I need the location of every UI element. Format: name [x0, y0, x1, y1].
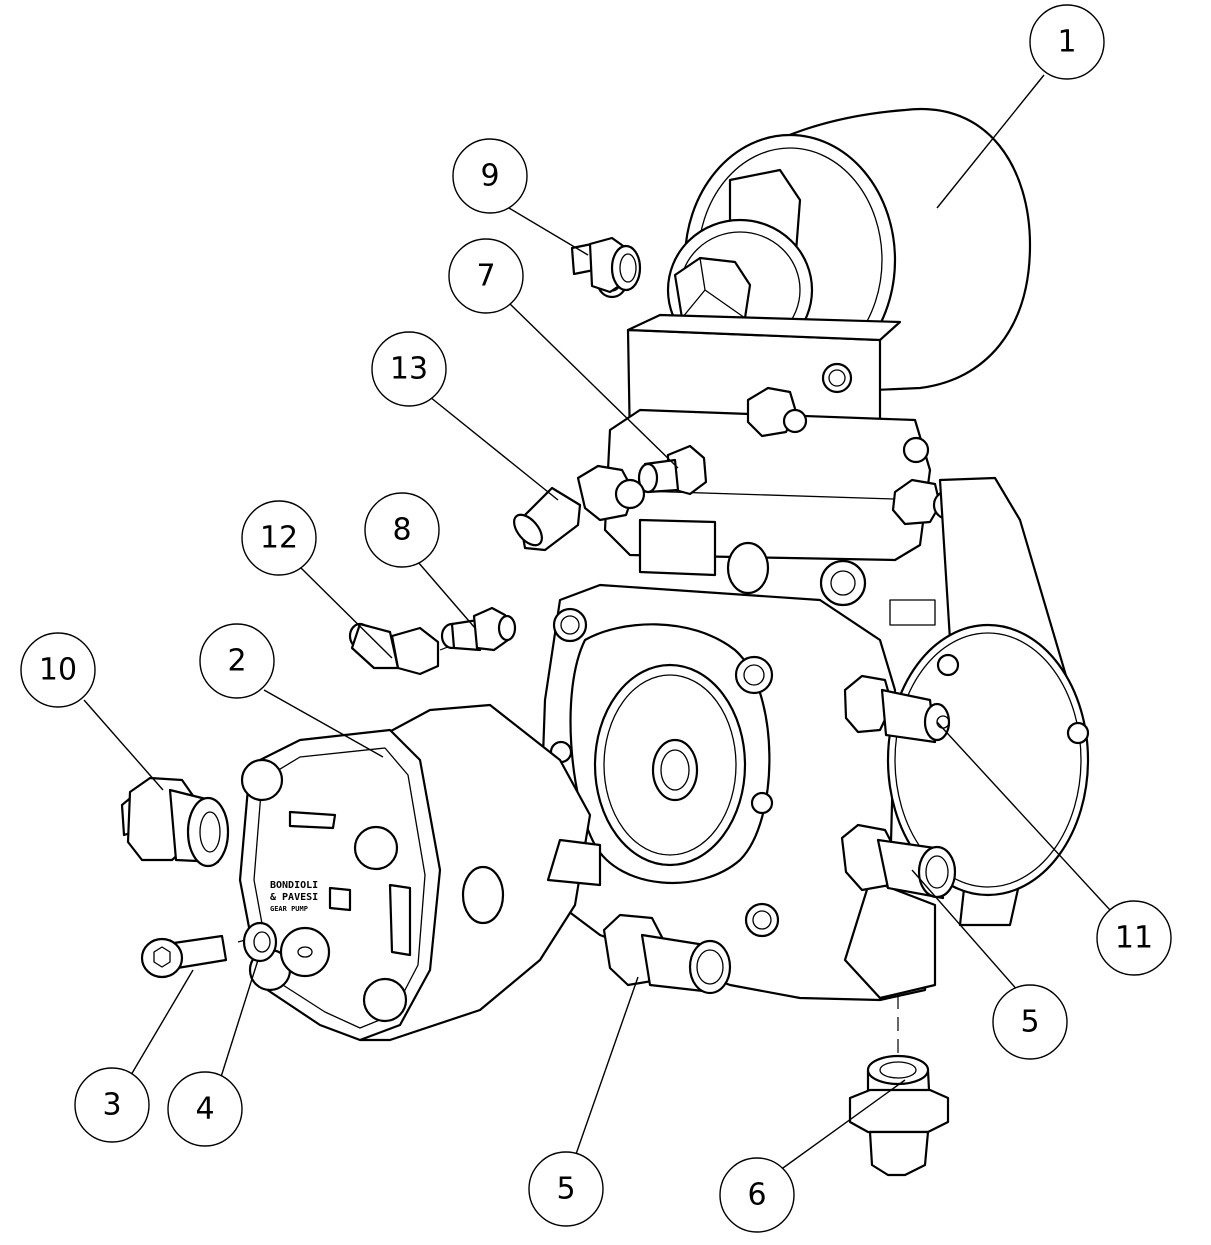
callout-10: 10 — [20, 632, 96, 708]
callout-8: 8 — [364, 492, 440, 568]
callout-1: 1 — [1029, 4, 1105, 80]
callout-12: 12 — [241, 500, 317, 576]
part-10-large-fitting — [120, 776, 230, 868]
pump-brand-line1: BONDIOLI — [270, 880, 318, 891]
callout-6: 6 — [719, 1157, 795, 1233]
part-5-fitting-right — [840, 823, 957, 900]
part-6-bottom-fitting — [848, 1054, 950, 1177]
part-3-socket-screw — [140, 934, 228, 979]
callout-3-label: 3 — [102, 1088, 121, 1123]
part-main-pump-housing — [538, 583, 937, 1002]
part-side-disc-cover — [886, 476, 1090, 927]
callout-1-label: 1 — [1057, 25, 1076, 60]
part-12-elbow-fitting — [348, 622, 440, 676]
pump-brand-line3: GEAR PUMP — [270, 905, 308, 913]
part-4-washer — [242, 921, 278, 963]
callout-7: 7 — [448, 238, 524, 314]
callout-11-label: 11 — [1115, 921, 1153, 956]
callout-10-label: 10 — [39, 653, 77, 688]
part-11-side-fitting — [843, 674, 951, 744]
part-5-fitting-lower — [602, 913, 732, 995]
callout-5-right-label: 5 — [1020, 1005, 1039, 1040]
callout-5-right: 5 — [992, 984, 1068, 1060]
part-7-fitting — [637, 444, 708, 496]
callout-5-lower-label: 5 — [556, 1172, 575, 1207]
callout-5-lower: 5 — [528, 1151, 604, 1227]
pump-brand-line2: & PAVESI — [270, 892, 318, 903]
part-13-angled-fitting — [513, 464, 646, 552]
part-2-gear-pump: BONDIOLI & PAVESI GEAR PUMP — [238, 703, 602, 1042]
callout-4-label: 4 — [195, 1092, 214, 1127]
callout-2-label: 2 — [227, 644, 246, 679]
callout-2: 2 — [199, 623, 275, 699]
callout-9-label: 9 — [480, 159, 499, 194]
callout-12-label: 12 — [260, 521, 298, 556]
callout-13: 13 — [371, 331, 447, 407]
callout-11: 11 — [1096, 900, 1172, 976]
part-8-straight-fitting — [440, 606, 517, 652]
callout-6-label: 6 — [747, 1178, 766, 1213]
callout-13-label: 13 — [390, 352, 428, 387]
callout-9: 9 — [452, 138, 528, 214]
callout-4: 4 — [167, 1071, 243, 1147]
callout-7-label: 7 — [476, 259, 495, 294]
callout-leader-lines — [83, 74, 1111, 1174]
callout-3: 3 — [74, 1067, 150, 1143]
callout-8-label: 8 — [392, 513, 411, 548]
part-9-top-fitting — [570, 236, 642, 294]
